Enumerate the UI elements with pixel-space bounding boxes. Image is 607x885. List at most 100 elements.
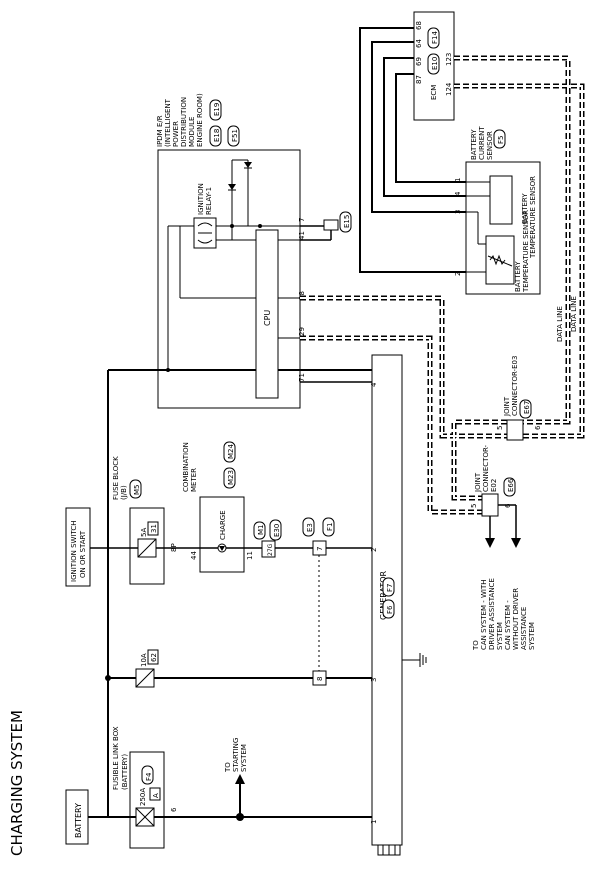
meter-conn-badge-1: M23 [223,467,236,489]
to-starting-line1: TO [224,762,232,773]
to-starting-line3: SYSTEM [240,744,248,772]
can-label-5: CAN SYSTEM - [504,600,512,650]
ipdm-conn-badge-3: F51 [227,125,240,147]
battery-current-sensor-box [465,161,541,295]
page-title: CHARGING SYSTEM [8,710,26,856]
fuse-5a-rating: 5A [140,528,148,537]
svg-text:F5: F5 [497,136,505,144]
meter-pin-11: 11 [246,551,254,560]
fuse-250a-id: A [152,793,160,798]
bcs-internal-wires [466,181,490,273]
svg-text:E30: E30 [273,524,281,537]
fusible-link-box-sub: (BATTERY) [121,754,129,790]
fuse-5a-id-box [147,521,159,536]
ipdm-line5: MODULE [188,117,196,147]
svg-text:F4: F4 [145,772,153,781]
ecm-pin-68: 68 [415,21,423,30]
ignition-switch-line2: ON OR START [79,530,87,578]
ecm-conn-badge-2: F14 [427,27,440,49]
conn-27g-box [261,540,276,558]
bts-label-top-1: BATTERY [521,193,529,224]
svg-text:M23: M23 [227,470,235,485]
joint-connector-e02 [481,493,499,517]
can-arrow-1 [485,538,495,548]
svg-text:E3: E3 [306,523,314,532]
ipdm-line3: POWER [172,121,180,147]
bcs-inner-box [489,175,513,225]
bts-label-2: TEMPERATURE SENSOR [522,210,530,293]
jc-e03-conn-badge: E67 [519,399,532,419]
svg-text:F14: F14 [431,31,439,44]
bcs-pin-1: 1 [454,178,462,182]
charge-warning-lamp [217,543,227,553]
ipdm-line1: IPDM E/R [156,115,164,147]
ipdm-line4: DISTRIBUTION [180,97,188,147]
fuse-250a-rating: 250A [139,788,147,806]
to-starting-line2: STARTING [232,738,240,772]
svg-text:E19: E19 [213,103,221,116]
can-system-arrows [489,504,517,540]
svg-text:F6: F6 [386,605,394,614]
can-label-4: SYSTEM [496,622,504,650]
meter-pin-44: 44 [190,551,198,560]
jc-e03-line2: CONNECTOR-E03 [511,356,519,416]
svg-text:F1: F1 [326,523,334,531]
svg-text:M1: M1 [257,525,265,536]
ign-relay-line1: IGNITION [197,183,205,215]
ipdm-diodes [166,162,262,372]
ecm-pin-87: 87 [415,75,423,84]
junction-8-box [312,670,327,686]
fuse-block-line1: FUSE BLOCK [112,456,120,500]
ecm-pin-124: 124 [445,82,453,96]
fuse-250a-pin: 6 [170,807,178,812]
cpu-label: CPU [263,310,272,326]
svg-text:E18: E18 [213,129,221,142]
bts-label-top-2: TEMPERATURE SENSOR [529,176,537,259]
ecm-conn-badge-1: E10 [427,53,440,75]
ignition-switch-box [65,507,91,587]
gen-pin-4: 4 [370,382,378,387]
fuse-5a-id: 31 [150,524,158,533]
fuse-block-conn-badge: M5 [129,479,142,499]
bcs-line3: SENSOR [486,131,494,160]
battery-main-wire [88,369,372,821]
fuse-250a-id-box [149,787,161,801]
fuse-5a-pin: 8P [170,543,178,552]
can-arrow-2 [511,538,521,548]
junction-8: 8 [316,677,324,681]
conn-e15: E15 [300,211,352,241]
ipdm-line2: (INTELLIGENT [164,98,172,147]
ipdm-pin-41: 41 [298,231,306,240]
fuse-block-line2: (J/B) [120,485,128,500]
conn-27g: 27G [267,543,274,556]
gen-pin-2: 2 [370,548,378,552]
svg-text:E10: E10 [431,57,439,70]
battery-label: BATTERY [74,803,83,838]
gen-pin-1: 1 [370,820,378,824]
ecm-pin-123: 123 [445,53,453,66]
fusible-link-250a [135,807,155,827]
ipdm-pin-7: 7 [298,218,306,222]
data-line-label-2: DATA LINE [570,296,578,332]
can-label-2: CAN SYSTEM - WITH [480,579,488,650]
bcs-pin-2: 2 [454,272,462,276]
ign-relay-line2: RELAY-1 [205,187,213,215]
ipdm-conn-badge-1: E18 [209,125,222,147]
generator-ground-symbol [402,653,427,667]
ipdm-pin-71: 71 [298,373,306,382]
fusible-link-box [129,751,165,849]
meter-charge-label: CHARGE [219,510,227,540]
can-label-7: ASSISTANCE [520,607,528,650]
jc-e02-line3: E02 [490,479,498,492]
fusible-link-box-label: FUSIBLE LINK BOX [112,726,120,790]
meter-line2: METER [190,468,198,492]
jc-e03-pin-6: 6 [534,425,542,430]
meter-line1: COMBINATION [182,442,190,492]
conn-e3-badge: E3 [302,517,315,537]
jc-e02-line2: CONNECTOR- [482,444,490,492]
fuse-10a [135,668,155,688]
svg-text:E66: E66 [507,478,515,492]
can-label-6: WITHOUT DRIVER [512,588,520,650]
